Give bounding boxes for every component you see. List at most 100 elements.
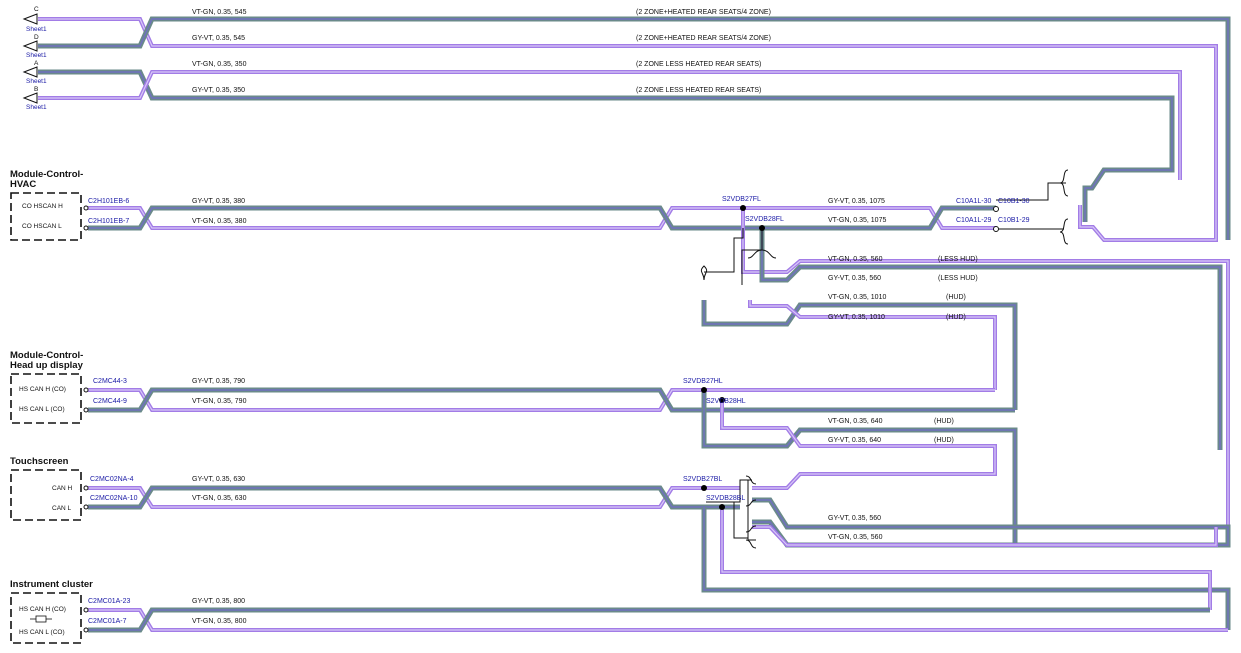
wire-spec: VT-GN, 0.35, 1010: [828, 294, 886, 301]
wire-note: (2 ZONE+HEATED REAR SEATS/4 ZONE): [636, 35, 771, 42]
wire-spec: GY-VT, 0.35, 545: [192, 35, 245, 42]
module-title: HVAC: [10, 179, 36, 190]
splice-label[interactable]: S2VDB28FL: [745, 216, 784, 223]
off-page-connectors: C Sheet1 D Sheet1 A Sheet1 B Sheet1: [22, 6, 47, 111]
wire-highlight: [721, 400, 996, 489]
connector-label[interactable]: C2MC01A-23: [88, 598, 131, 605]
wire-highlight: [752, 499, 1229, 546]
wire-note: (HUD): [934, 418, 954, 425]
splice-label[interactable]: S2VDB28HL: [706, 398, 746, 405]
connector-label[interactable]: C2MC01A-7: [88, 618, 127, 625]
wire-note: (LESS HUD): [938, 275, 978, 282]
splice-labels: S2VDB27FL S2VDB28FL S2VDB27HL S2VDB28HL …: [683, 196, 784, 502]
wire-highlight: [38, 18, 1229, 240]
connector-label[interactable]: C10A1L-30: [956, 198, 992, 205]
connector-label[interactable]: C2MC02NA-4: [90, 476, 134, 483]
pin-label: HS CAN H (CO): [19, 606, 66, 613]
wire-gy-vt: [752, 525, 1218, 547]
connector-label[interactable]: C2H101EB-6: [88, 198, 129, 205]
wire-spec: GY-VT, 0.35, 380: [192, 198, 245, 205]
wire-highlight: [38, 71, 1173, 222]
splice-dot: [759, 225, 765, 231]
off-page-connector-d: D Sheet1: [22, 34, 47, 59]
wire-highlight: [749, 300, 996, 390]
pin-label: CAN L: [52, 505, 72, 512]
wire-spec: VT-GN, 0.35, 545: [192, 9, 247, 16]
connector-label[interactable]: C2H101EB-7: [88, 218, 129, 225]
off-page-connector-c: C Sheet1: [22, 6, 47, 33]
off-page-letter: D: [34, 34, 39, 41]
wire-highlight: [88, 487, 740, 508]
module-title: Touchscreen: [10, 456, 69, 467]
splice-label[interactable]: S2VDB27BL: [683, 476, 722, 483]
connector-label[interactable]: C2MC02NA-10: [90, 495, 138, 502]
wire-spec: VT-GN, 0.35, 790: [192, 398, 247, 405]
wire-highlight: [742, 208, 1229, 545]
wire-highlight: [38, 18, 1217, 241]
wire-highlight: [88, 487, 740, 508]
splice-label[interactable]: S2VDB27FL: [722, 196, 761, 203]
pin-label: CO HSCAN H: [22, 203, 63, 210]
wire-note: (LESS HUD): [938, 256, 978, 263]
off-page-connector-a: A Sheet1: [22, 60, 47, 85]
wire-highlight: [38, 71, 1181, 180]
off-page-connector-b: B Sheet1: [22, 86, 47, 111]
wire-note: (HUD): [946, 314, 966, 321]
wire-spec: VT-GN, 0.35, 1075: [828, 217, 886, 224]
sheet-link[interactable]: Sheet1: [26, 104, 47, 111]
wire-spec: GY-VT, 0.35, 560: [828, 275, 881, 282]
sheet-link[interactable]: Sheet1: [26, 52, 47, 59]
splice-label[interactable]: S2VDB27HL: [683, 378, 723, 385]
wire-spec: GY-VT, 0.35, 630: [192, 476, 245, 483]
wire-gy-vt: [88, 486, 740, 509]
wire-spec: VT-GN, 0.35, 630: [192, 495, 247, 502]
wire-spec: GY-VT, 0.35, 560: [828, 515, 881, 522]
wire-spec: GY-VT, 0.35, 1010: [828, 314, 885, 321]
wire-highlight: [752, 526, 1217, 546]
splice-dot: [701, 387, 707, 393]
pin-label: HS CAN H (CO): [19, 386, 66, 393]
sheet-link[interactable]: Sheet1: [26, 78, 47, 85]
wire-spec: GY-VT, 0.35, 790: [192, 378, 245, 385]
top-wire-labels: VT-GN, 0.35, 545 (2 ZONE+HEATED REAR SEA…: [192, 9, 771, 94]
wire-spec: VT-GN, 0.35, 640: [828, 418, 883, 425]
wire-highlight: [88, 207, 996, 229]
wire-spec: GY-VT, 0.35, 640: [828, 437, 881, 444]
module-hvac: Module-Control- HVAC CO HSCAN H CO HSCAN…: [10, 169, 247, 241]
connector-label[interactable]: C10A1L-29: [956, 217, 992, 224]
splice-label[interactable]: S2VDB28BL: [706, 495, 745, 502]
connector-label[interactable]: C2MC44-9: [93, 398, 127, 405]
wire-gy-vt: [88, 608, 1228, 632]
splice-dot: [719, 504, 725, 510]
wire-spec: GY-VT, 0.35, 800: [192, 598, 245, 605]
right-wire-labels: GY-VT, 0.35, 1075 VT-GN, 0.35, 1075 C10A…: [828, 198, 1030, 541]
wire-highlight: [88, 609, 1228, 631]
wire-highlight: [721, 507, 1211, 610]
connector-label[interactable]: C10B1-29: [998, 217, 1030, 224]
off-page-letter: C: [34, 6, 39, 13]
connector-label[interactable]: C10B1-30: [998, 198, 1030, 205]
wire-spec: VT-GN, 0.35, 560: [828, 256, 883, 263]
wire-spec: GY-VT, 0.35, 350: [192, 87, 245, 94]
wire-gy-vt: [741, 208, 1230, 545]
splice-dot: [701, 485, 707, 491]
wire-highlight: [88, 389, 995, 411]
sheet-link[interactable]: Sheet1: [26, 26, 47, 33]
splice-dot: [740, 205, 746, 211]
off-page-letter: A: [34, 60, 39, 67]
module-instrument-cluster: Instrument cluster HS CAN H (CO) HS CAN …: [10, 579, 247, 644]
module-box: [10, 373, 82, 424]
module-title: Module-Control-: [10, 350, 83, 361]
module-box: [10, 192, 82, 241]
wire-note: (2 ZONE LESS HEATED REAR SEATS): [636, 61, 761, 68]
wire-note: (HUD): [946, 294, 966, 301]
wire-highlight: [88, 389, 1015, 411]
wire-vt-gn: [88, 607, 1210, 633]
wire-highlight: [703, 507, 1229, 630]
wire-highlight: [703, 300, 1016, 410]
wire-note: (2 ZONE LESS HEATED REAR SEATS): [636, 87, 761, 94]
splice-tap-lines: [700, 169, 1069, 549]
off-page-letter: B: [34, 86, 38, 93]
connector-label[interactable]: C2MC44-3: [93, 378, 127, 385]
